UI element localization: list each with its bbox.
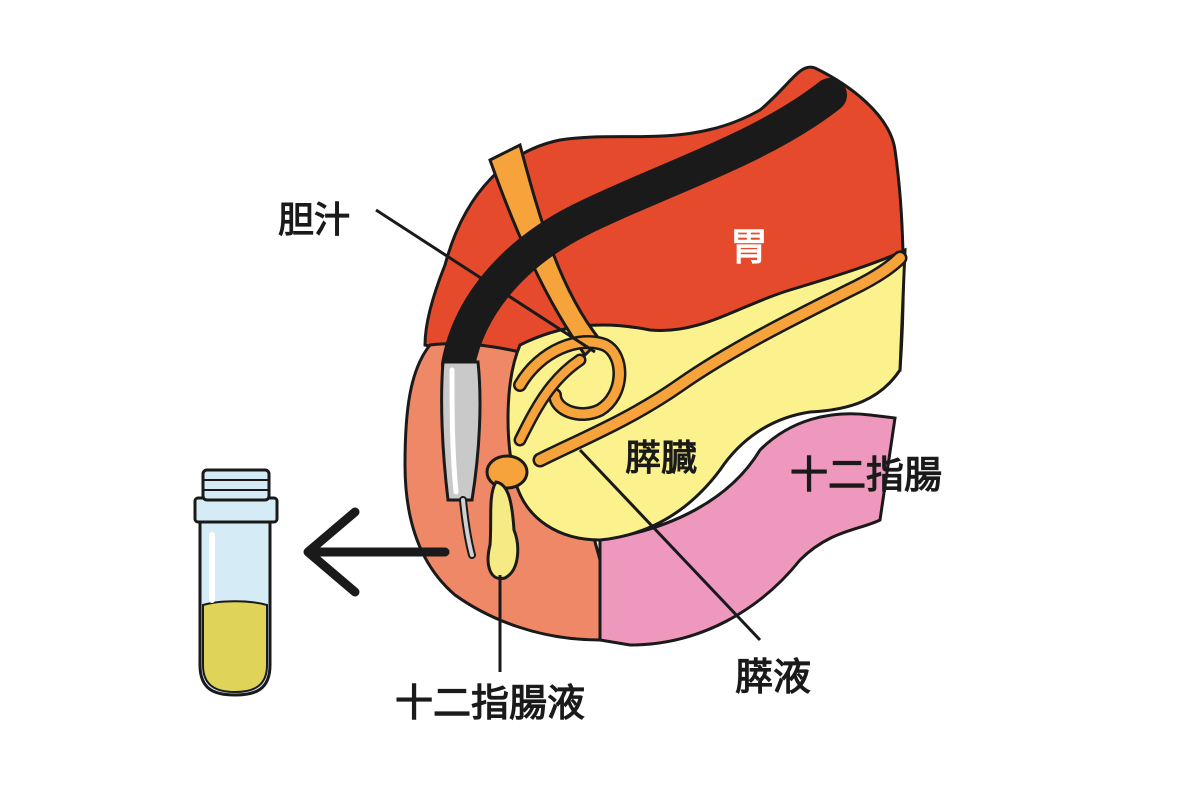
pancreas-shape xyxy=(506,247,907,542)
pancreatic-duct-loop-fill xyxy=(515,337,624,419)
catheter-fill xyxy=(461,498,474,557)
endoscope-tip-highlight xyxy=(449,367,459,495)
endoscope-tip xyxy=(440,360,482,502)
left-arrow-icon xyxy=(303,507,450,597)
label-bile: 胆汁 xyxy=(278,200,350,241)
pancreatic-main-duct-fill xyxy=(535,253,905,465)
papilla xyxy=(485,454,529,490)
label-duodenal-juice: 十二指腸液 xyxy=(395,681,585,725)
endoscope-icon xyxy=(441,78,847,382)
test-tube-icon xyxy=(193,468,279,697)
label-pancreatic-juice: 膵液 xyxy=(735,655,811,699)
common-duct-fill xyxy=(516,356,584,444)
juice-drip xyxy=(486,480,520,581)
label-pancreas: 膵臓 xyxy=(625,438,697,479)
leader-pancreatic-juice xyxy=(578,448,762,642)
label-duodenum: 十二指腸 xyxy=(790,453,942,497)
duodenum-pink-shape xyxy=(598,412,897,647)
leader-bile xyxy=(375,208,596,354)
label-stomach: 胃 xyxy=(730,225,768,269)
